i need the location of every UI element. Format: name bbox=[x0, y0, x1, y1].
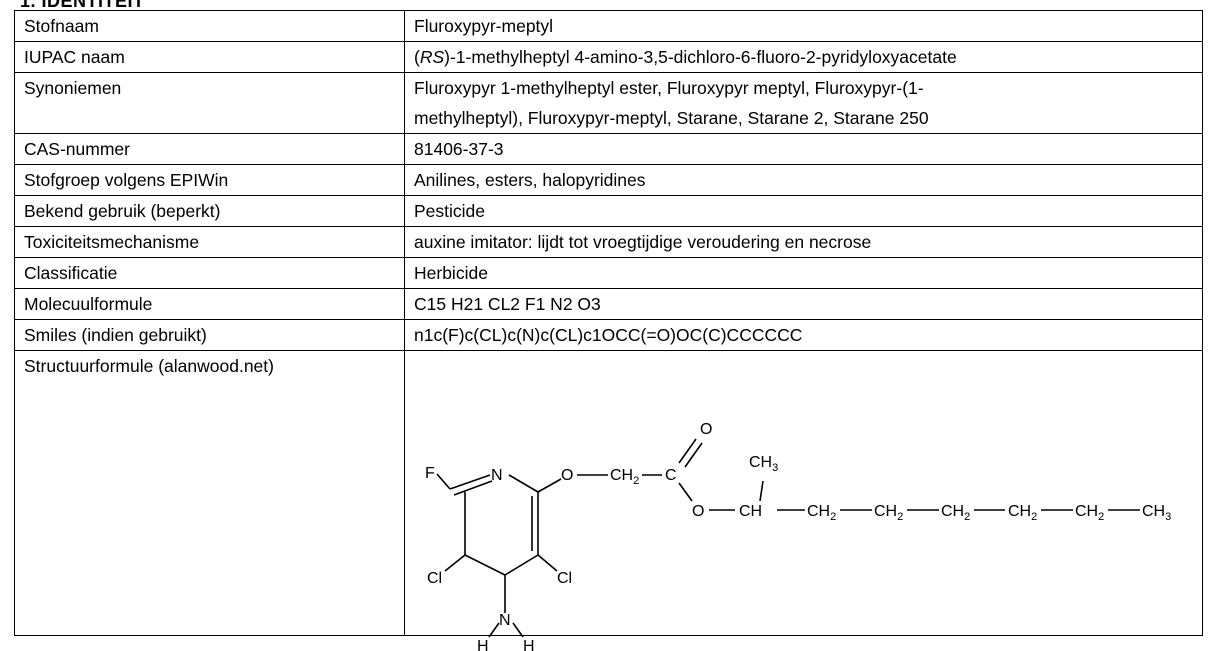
row-value: Herbicide bbox=[404, 257, 1203, 289]
table-row: Classificatie Herbicide bbox=[14, 257, 1203, 289]
table-row: Toxiciteitsmechanisme auxine imitator: l… bbox=[14, 226, 1203, 258]
table-row: Molecuulformule C15 H21 CL2 F1 N2 O3 bbox=[14, 288, 1203, 320]
row-label: Molecuulformule bbox=[14, 288, 405, 320]
table-row: Structuurformule (alanwood.net) bbox=[14, 350, 1203, 651]
atom-label: F bbox=[425, 465, 435, 482]
atom-label: CH2 bbox=[1075, 503, 1104, 523]
atom-label: N bbox=[499, 612, 511, 629]
atom-label: CH bbox=[739, 503, 762, 520]
atom-label: CH2 bbox=[610, 467, 639, 487]
section-heading: 1. IDENTITEIT bbox=[20, 0, 145, 11]
row-value: Fluroxypyr 1-methylheptyl ester, Fluroxy… bbox=[404, 72, 1203, 134]
row-label: Synoniemen bbox=[14, 72, 405, 134]
row-label: Classificatie bbox=[14, 257, 405, 289]
row-value: Anilines, esters, halopyridines bbox=[404, 164, 1203, 196]
atom-label: O bbox=[692, 503, 704, 520]
table-row: Stofnaam Fluroxypyr-meptyl bbox=[14, 10, 1203, 42]
row-label: CAS-nummer bbox=[14, 133, 405, 165]
row-label: Stofgroep volgens EPIWin bbox=[14, 164, 405, 196]
atom-label: Cl bbox=[557, 570, 572, 587]
table-row: Bekend gebruik (beperkt) Pesticide bbox=[14, 195, 1203, 227]
row-label: Structuurformule (alanwood.net) bbox=[14, 350, 405, 636]
atom-label: H bbox=[523, 638, 535, 651]
row-label: Smiles (indien gebruikt) bbox=[14, 319, 405, 351]
table-row: Synoniemen Fluroxypyr 1-methylheptyl est… bbox=[14, 72, 1203, 134]
table-row: CAS-nummer 81406-37-3 bbox=[14, 133, 1203, 165]
atom-label: N bbox=[491, 467, 503, 484]
atom-label: O bbox=[561, 467, 573, 484]
atom-label: CH2 bbox=[1008, 503, 1037, 523]
atom-label: CH3 bbox=[1142, 503, 1171, 523]
atom-label: CH2 bbox=[874, 503, 903, 523]
row-label: Toxiciteitsmechanisme bbox=[14, 226, 405, 258]
row-value: Fluroxypyr-meptyl bbox=[404, 10, 1203, 42]
atom-label: CH3 bbox=[749, 454, 778, 474]
row-value: C15 H21 CL2 F1 N2 O3 bbox=[404, 288, 1203, 320]
structure-cell: F N O CH2 C O CH3 O CH CH2 CH2 CH2 CH2 C… bbox=[404, 350, 1203, 651]
atom-label: Cl bbox=[427, 570, 442, 587]
atom-label: H bbox=[477, 638, 489, 651]
row-label: IUPAC naam bbox=[14, 41, 405, 73]
atom-label: CH2 bbox=[807, 503, 836, 523]
row-value: (RS)-1-methylheptyl 4-amino-3,5-dichloro… bbox=[404, 41, 1203, 73]
identity-table: Stofnaam Fluroxypyr-meptyl IUPAC naam (R… bbox=[14, 10, 1203, 651]
row-value: auxine imitator: lijdt tot vroegtijdige … bbox=[404, 226, 1203, 258]
table-row: IUPAC naam (RS)-1-methylheptyl 4-amino-3… bbox=[14, 41, 1203, 73]
row-label: Bekend gebruik (beperkt) bbox=[14, 195, 405, 227]
row-value: Pesticide bbox=[404, 195, 1203, 227]
table-row: Smiles (indien gebruikt) n1c(F)c(CL)c(N)… bbox=[14, 319, 1203, 351]
structure-formula: F N O CH2 C O CH3 O CH CH2 CH2 CH2 CH2 C… bbox=[425, 421, 1171, 651]
atom-label: O bbox=[700, 421, 712, 438]
row-value: 81406-37-3 bbox=[404, 133, 1203, 165]
row-label: Stofnaam bbox=[14, 10, 405, 42]
atom-label: C bbox=[665, 467, 677, 484]
atom-label: CH2 bbox=[941, 503, 970, 523]
row-value: n1c(F)c(CL)c(N)c(CL)c1OCC(=O)OC(C)CCCCCC bbox=[404, 319, 1203, 351]
table-row: Stofgroep volgens EPIWin Anilines, ester… bbox=[14, 164, 1203, 196]
stereo-descriptor: RS bbox=[419, 47, 445, 67]
